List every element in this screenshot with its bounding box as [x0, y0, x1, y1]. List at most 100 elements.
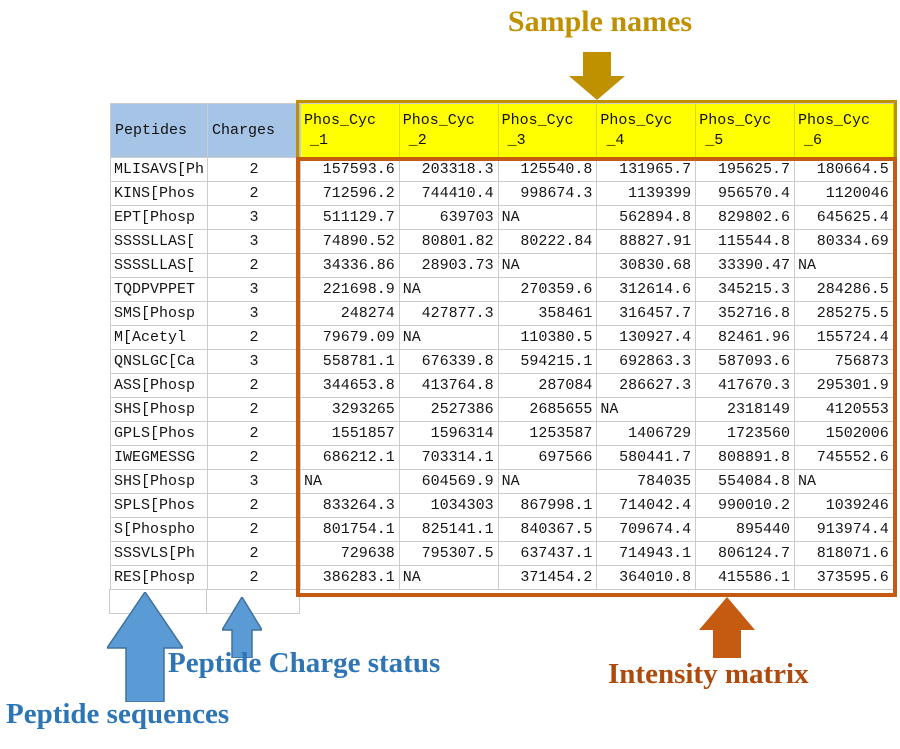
sample-column-header[interactable]: Phos_Cyc_3 [498, 104, 598, 158]
sample-column-header[interactable]: Phos_Cyc_2 [399, 104, 499, 158]
intensity-cell[interactable]: 4120553 [794, 398, 894, 422]
intensity-cell[interactable]: 825141.1 [399, 518, 499, 542]
intensity-cell[interactable]: 180664.5 [794, 158, 894, 182]
peptide-cell[interactable]: ASS[Phosp [111, 374, 208, 398]
intensity-cell[interactable]: 155724.4 [794, 326, 894, 350]
intensity-cell[interactable]: 956570.4 [696, 182, 795, 206]
intensity-cell[interactable]: 3293265 [301, 398, 400, 422]
intensity-cell[interactable]: 697566 [498, 446, 598, 470]
intensity-cell[interactable]: NA [399, 566, 499, 590]
peptide-cell[interactable]: SHS[Phosp [111, 398, 208, 422]
intensity-cell[interactable]: 30830.68 [597, 254, 697, 278]
intensity-cell[interactable]: 221698.9 [301, 278, 400, 302]
intensity-cell[interactable]: 285275.5 [794, 302, 894, 326]
peptide-cell[interactable]: EPT[Phosp [111, 206, 208, 230]
intensity-cell[interactable]: 1406729 [597, 422, 697, 446]
intensity-cell[interactable]: 1039246 [794, 494, 894, 518]
intensity-cell[interactable]: 82461.96 [696, 326, 795, 350]
intensity-cell[interactable]: 364010.8 [597, 566, 697, 590]
intensity-cell[interactable]: 729638 [301, 542, 400, 566]
peptide-cell[interactable]: MLISAVS[Ph [111, 158, 208, 182]
intensity-cell[interactable]: 28903.73 [399, 254, 499, 278]
intensity-cell[interactable]: 80222.84 [498, 230, 598, 254]
intensity-cell[interactable]: 744410.4 [399, 182, 499, 206]
intensity-cell[interactable]: 913974.4 [794, 518, 894, 542]
intensity-cell[interactable]: 587093.6 [696, 350, 795, 374]
intensity-cell[interactable]: 806124.7 [696, 542, 795, 566]
intensity-cell[interactable]: 1120046 [794, 182, 894, 206]
intensity-cell[interactable]: 358461 [498, 302, 598, 326]
intensity-cell[interactable]: 157593.6 [301, 158, 400, 182]
intensity-cell[interactable]: 316457.7 [597, 302, 697, 326]
intensity-cell[interactable]: 714943.1 [597, 542, 697, 566]
intensity-cell[interactable]: 829802.6 [696, 206, 795, 230]
intensity-cell[interactable]: 2685655 [498, 398, 598, 422]
intensity-cell[interactable]: 371454.2 [498, 566, 598, 590]
intensity-cell[interactable]: 295301.9 [794, 374, 894, 398]
charges-column-header[interactable]: Charges [208, 104, 301, 158]
intensity-cell[interactable]: 284286.5 [794, 278, 894, 302]
intensity-cell[interactable]: 801754.1 [301, 518, 400, 542]
intensity-cell[interactable]: 130927.4 [597, 326, 697, 350]
charge-cell[interactable]: 2 [208, 326, 301, 350]
intensity-cell[interactable]: NA [399, 278, 499, 302]
intensity-cell[interactable]: NA [794, 470, 894, 494]
intensity-cell[interactable]: 686212.1 [301, 446, 400, 470]
peptide-cell[interactable]: GPLS[Phos [111, 422, 208, 446]
charge-cell[interactable]: 2 [208, 374, 301, 398]
intensity-cell[interactable]: 195625.7 [696, 158, 795, 182]
charge-cell[interactable]: 2 [208, 494, 301, 518]
intensity-cell[interactable]: 1139399 [597, 182, 697, 206]
intensity-cell[interactable]: 998674.3 [498, 182, 598, 206]
intensity-cell[interactable]: 80801.82 [399, 230, 499, 254]
intensity-cell[interactable]: 203318.3 [399, 158, 499, 182]
intensity-cell[interactable]: 511129.7 [301, 206, 400, 230]
intensity-cell[interactable]: NA [301, 470, 400, 494]
charge-cell[interactable]: 3 [208, 230, 301, 254]
intensity-cell[interactable]: 562894.8 [597, 206, 697, 230]
intensity-cell[interactable]: 1253587 [498, 422, 598, 446]
intensity-cell[interactable]: 594215.1 [498, 350, 598, 374]
intensity-cell[interactable]: 413764.8 [399, 374, 499, 398]
peptide-cell[interactable]: SSSSLLAS[ [111, 254, 208, 278]
peptide-cell[interactable]: SSSSLLAS[ [111, 230, 208, 254]
charge-cell[interactable]: 3 [208, 302, 301, 326]
intensity-cell[interactable]: 344653.8 [301, 374, 400, 398]
intensity-cell[interactable]: 417670.3 [696, 374, 795, 398]
peptide-cell[interactable]: RES[Phosp [111, 566, 208, 590]
intensity-cell[interactable]: 990010.2 [696, 494, 795, 518]
intensity-cell[interactable]: 784035 [597, 470, 697, 494]
intensity-cell[interactable]: 795307.5 [399, 542, 499, 566]
charge-cell[interactable]: 2 [208, 422, 301, 446]
intensity-cell[interactable]: 270359.6 [498, 278, 598, 302]
intensity-cell[interactable]: 639703 [399, 206, 499, 230]
intensity-cell[interactable]: NA [498, 254, 598, 278]
intensity-cell[interactable]: 34336.86 [301, 254, 400, 278]
intensity-cell[interactable]: 131965.7 [597, 158, 697, 182]
intensity-cell[interactable]: 2527386 [399, 398, 499, 422]
intensity-cell[interactable]: 637437.1 [498, 542, 598, 566]
peptide-cell[interactable]: SHS[Phosp [111, 470, 208, 494]
peptide-cell[interactable]: IWEGMESSG [111, 446, 208, 470]
peptide-cell[interactable]: S[Phospho [111, 518, 208, 542]
intensity-cell[interactable]: 386283.1 [301, 566, 400, 590]
charge-cell[interactable]: 3 [208, 206, 301, 230]
intensity-cell[interactable]: NA [498, 206, 598, 230]
charge-cell[interactable]: 2 [208, 518, 301, 542]
intensity-cell[interactable]: 115544.8 [696, 230, 795, 254]
charge-cell[interactable]: 3 [208, 278, 301, 302]
intensity-cell[interactable]: 840367.5 [498, 518, 598, 542]
intensity-cell[interactable]: 1034303 [399, 494, 499, 518]
intensity-cell[interactable]: 580441.7 [597, 446, 697, 470]
intensity-cell[interactable]: 676339.8 [399, 350, 499, 374]
intensity-cell[interactable]: 2318149 [696, 398, 795, 422]
intensity-cell[interactable]: 714042.4 [597, 494, 697, 518]
intensity-cell[interactable]: 79679.09 [301, 326, 400, 350]
intensity-cell[interactable]: 554084.8 [696, 470, 795, 494]
intensity-cell[interactable]: 88827.91 [597, 230, 697, 254]
charge-cell[interactable]: 2 [208, 254, 301, 278]
charge-cell[interactable]: 2 [208, 182, 301, 206]
peptide-cell[interactable]: SSSVLS[Ph [111, 542, 208, 566]
intensity-cell[interactable]: 125540.8 [498, 158, 598, 182]
sample-column-header[interactable]: Phos_Cyc_4 [597, 104, 697, 158]
